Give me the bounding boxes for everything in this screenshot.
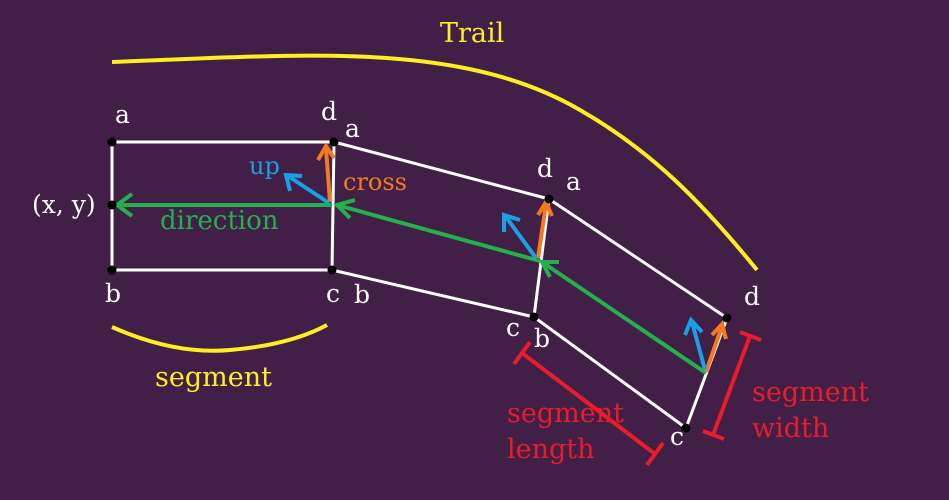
point-b-1	[107, 265, 117, 275]
direction-arrow-3	[540, 260, 708, 375]
segment-length-dimension	[512, 340, 665, 467]
label-b-1: b	[105, 279, 121, 308]
up-arrows	[283, 172, 707, 371]
cross-arrow-1	[324, 147, 332, 203]
point-d-3	[722, 313, 732, 323]
point-c-1	[327, 265, 337, 275]
label-d-1: d	[321, 97, 337, 126]
up-arrow-1	[286, 174, 331, 205]
trail-curve	[111, 53, 759, 272]
label-c-2: c	[506, 313, 520, 342]
up-arrow-3	[690, 321, 707, 371]
label-a-2: a	[345, 114, 360, 143]
up-arrow-2	[504, 215, 538, 260]
segment-width-dimension	[702, 330, 762, 441]
segment-brace	[111, 323, 328, 353]
label-b-3: b	[534, 324, 550, 353]
label-d-3: d	[744, 282, 760, 311]
point-c-3	[681, 423, 691, 433]
segment-width-label-line2: width	[752, 413, 829, 444]
cross-arrows	[316, 142, 728, 373]
label-a-3: a	[566, 167, 581, 196]
direction-arrow-2	[336, 203, 541, 263]
xy-label: (x, y)	[32, 190, 96, 219]
corner-points	[107, 137, 732, 433]
cross-arrow-3	[704, 325, 724, 373]
point-c-2	[529, 312, 539, 322]
label-d-2: d	[537, 154, 553, 183]
cross-label: cross	[343, 168, 407, 196]
cross-arrow-2	[536, 203, 548, 259]
direction-arrows	[113, 192, 708, 375]
segment-label: segment	[155, 362, 272, 393]
segment-width-label-line1: segment	[752, 377, 869, 408]
label-c-3: c	[670, 422, 684, 451]
point-a-1	[107, 137, 117, 147]
direction-label: direction	[160, 206, 279, 236]
point-d-2	[544, 194, 554, 204]
segment-1	[110, 140, 336, 272]
segment-3	[533, 197, 729, 430]
trail-label: Trail	[440, 18, 504, 49]
point-xy	[107, 200, 117, 210]
label-c-1: c	[326, 279, 340, 308]
point-d-1	[329, 137, 339, 147]
segment-2	[331, 140, 551, 319]
segment-length-label-line1: segment	[507, 398, 624, 429]
label-b-2: b	[354, 280, 370, 309]
up-label: up	[249, 152, 280, 180]
label-a-1: a	[115, 100, 130, 129]
segment-length-label-line2: length	[507, 434, 595, 465]
